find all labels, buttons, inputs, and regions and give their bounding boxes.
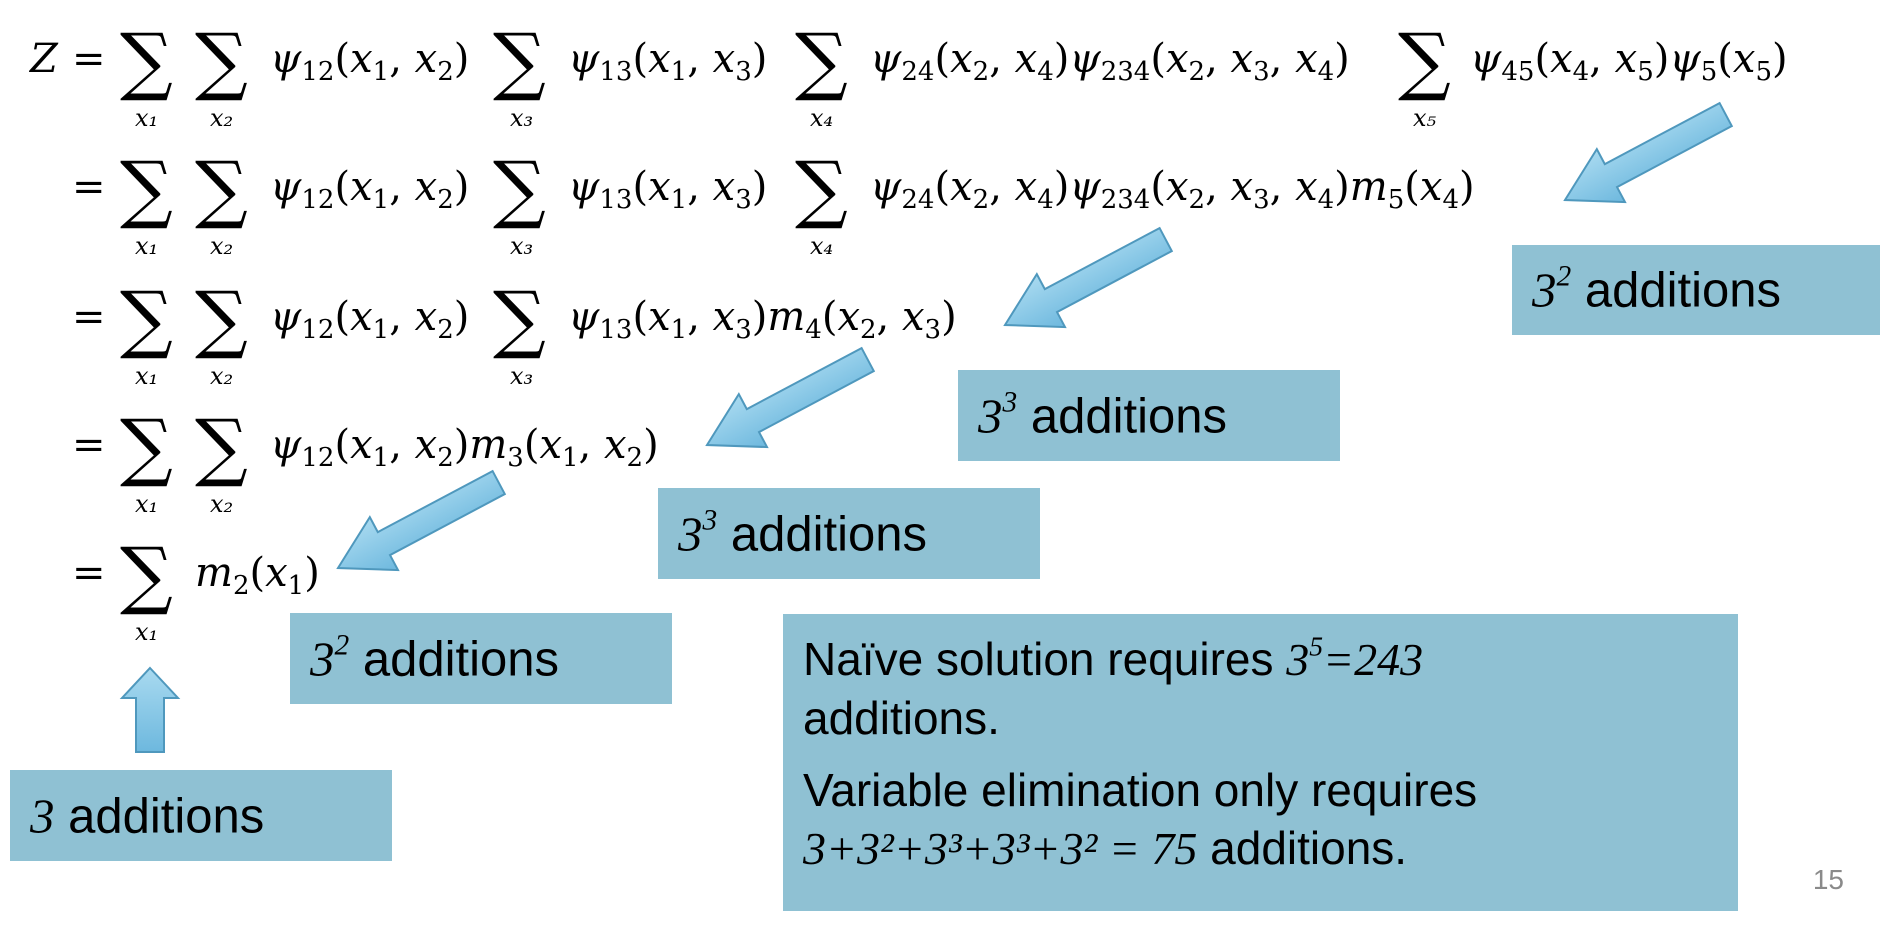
svg-text:x₃: x₃ bbox=[510, 104, 533, 132]
svg-text:∑: ∑ bbox=[195, 276, 248, 362]
svg-text:=: = bbox=[72, 36, 106, 82]
equation-line-1: Z = ∑ x₁ ∑ x₂ ψ12(x1, x2) ∑ x₃ ψ13(x1, x… bbox=[28, 18, 1788, 132]
arrow-icon bbox=[705, 346, 876, 449]
arrow-icon bbox=[336, 469, 507, 572]
svg-text:x₂: x₂ bbox=[210, 104, 233, 132]
svg-text:ψ45(x4, x5)ψ5(x5): ψ45(x4, x5)ψ5(x5) bbox=[1470, 36, 1788, 87]
svg-text:∑: ∑ bbox=[795, 146, 848, 232]
svg-text:ψ13(x1, x3): ψ13(x1, x3) bbox=[568, 164, 767, 215]
page-number: 15 bbox=[1812, 864, 1844, 895]
ve-formula: 3+3²+3³+3³+3² = 75 bbox=[803, 823, 1198, 874]
callout-exponent: 2 bbox=[1556, 260, 1572, 293]
callout-text: additions bbox=[68, 789, 265, 843]
svg-text:x₂: x₂ bbox=[210, 232, 233, 260]
naive-exponent: 5 bbox=[1309, 630, 1324, 662]
svg-text:ψ13(x1, x3): ψ13(x1, x3) bbox=[568, 36, 767, 87]
callout-text: additions bbox=[730, 507, 927, 561]
svg-text:∑: ∑ bbox=[120, 276, 173, 362]
callout-base: 3 bbox=[678, 506, 703, 561]
equation-line-3: = ∑ x₁ ∑ x₂ ψ12(x1, x2) ∑ x₃ ψ13(x1, x3)… bbox=[72, 276, 957, 390]
svg-text:ψ12(x1, x2): ψ12(x1, x2) bbox=[270, 294, 469, 345]
svg-text:x₃: x₃ bbox=[510, 362, 533, 390]
callout-box: 32 additions bbox=[1512, 245, 1880, 335]
callout-exponent: 3 bbox=[702, 504, 718, 537]
naive-value: =243 bbox=[1323, 634, 1424, 685]
callout-base: 3 bbox=[30, 788, 55, 843]
svg-text:∑: ∑ bbox=[120, 18, 173, 104]
svg-text:∑: ∑ bbox=[195, 146, 248, 232]
svg-text:ψ24(x2, x4)ψ234(x2, x3, x4): ψ24(x2, x4)ψ234(x2, x3, x4) bbox=[870, 36, 1350, 87]
callout-base: 3 bbox=[978, 388, 1003, 443]
svg-text:=: = bbox=[72, 422, 106, 468]
callout-base: 3 bbox=[1532, 262, 1557, 318]
svg-text:m2(x1): m2(x1) bbox=[195, 550, 320, 601]
svg-text:∑: ∑ bbox=[195, 404, 248, 490]
callout-text: additions bbox=[362, 632, 559, 686]
svg-text:=: = bbox=[72, 164, 106, 210]
svg-text:Z: Z bbox=[28, 36, 59, 82]
svg-text:x₂: x₂ bbox=[210, 490, 233, 518]
arrow-up-icon bbox=[119, 666, 181, 753]
svg-text:∑: ∑ bbox=[1398, 18, 1451, 104]
arrow-icon bbox=[1003, 226, 1174, 329]
svg-text:=: = bbox=[72, 294, 106, 340]
ve-suffix: additions. bbox=[1197, 822, 1408, 874]
equation-line-5: = ∑ x₁ m2(x1) bbox=[72, 532, 320, 646]
svg-text:ψ24(x2, x4)ψ234(x2, x3, x4)m5(: ψ24(x2, x4)ψ234(x2, x3, x4)m5(x4) bbox=[870, 164, 1475, 215]
svg-text:x₁: x₁ bbox=[135, 490, 158, 518]
svg-text:x₁: x₁ bbox=[135, 104, 158, 132]
naive-suffix: additions. bbox=[803, 692, 1000, 744]
callout-box: 32 additions bbox=[290, 613, 672, 704]
svg-text:x₁: x₁ bbox=[135, 618, 158, 646]
svg-text:∑: ∑ bbox=[795, 18, 848, 104]
arrow-icon bbox=[1563, 101, 1734, 204]
callout-text: additions bbox=[1584, 263, 1781, 318]
equation-line-4: = ∑ x₁ ∑ x₂ ψ12(x1, x2)m3(x1, x2) bbox=[72, 404, 659, 518]
svg-text:ψ12(x1, x2): ψ12(x1, x2) bbox=[270, 36, 469, 87]
callout-exponent: 3 bbox=[1002, 386, 1018, 419]
svg-text:x₅: x₅ bbox=[1413, 104, 1437, 132]
callout-box: 33 additions bbox=[658, 488, 1040, 579]
callout-text: additions bbox=[1030, 389, 1227, 443]
naive-base: 3 bbox=[1286, 634, 1310, 685]
svg-text:∑: ∑ bbox=[493, 276, 546, 362]
svg-text:∑: ∑ bbox=[493, 146, 546, 232]
svg-text:x₃: x₃ bbox=[510, 232, 533, 260]
svg-text:x₄: x₄ bbox=[810, 232, 833, 260]
svg-text:x₄: x₄ bbox=[810, 104, 833, 132]
callout-base: 3 bbox=[310, 631, 335, 686]
svg-text:x₁: x₁ bbox=[135, 362, 158, 390]
callout-exponent: 2 bbox=[334, 629, 350, 662]
equation-line-2: = ∑ x₁ ∑ x₂ ψ12(x1, x2) ∑ x₃ ψ13(x1, x3)… bbox=[72, 146, 1475, 260]
callout-box: 3 additions bbox=[10, 770, 392, 861]
svg-text:∑: ∑ bbox=[493, 18, 546, 104]
svg-text:ψ13(x1, x3)m4(x2, x3): ψ13(x1, x3)m4(x2, x3) bbox=[568, 294, 957, 345]
svg-text:x₁: x₁ bbox=[135, 232, 158, 260]
callout-box: 33 additions bbox=[958, 370, 1340, 461]
svg-text:∑: ∑ bbox=[120, 404, 173, 490]
svg-text:=: = bbox=[72, 550, 106, 596]
svg-text:x₂: x₂ bbox=[210, 362, 233, 390]
svg-text:∑: ∑ bbox=[120, 532, 173, 618]
svg-text:ψ12(x1, x2): ψ12(x1, x2) bbox=[270, 164, 469, 215]
svg-text:∑: ∑ bbox=[120, 146, 173, 232]
svg-text:∑: ∑ bbox=[195, 18, 248, 104]
svg-text:ψ12(x1, x2)m3(x1, x2): ψ12(x1, x2)m3(x1, x2) bbox=[270, 422, 659, 473]
